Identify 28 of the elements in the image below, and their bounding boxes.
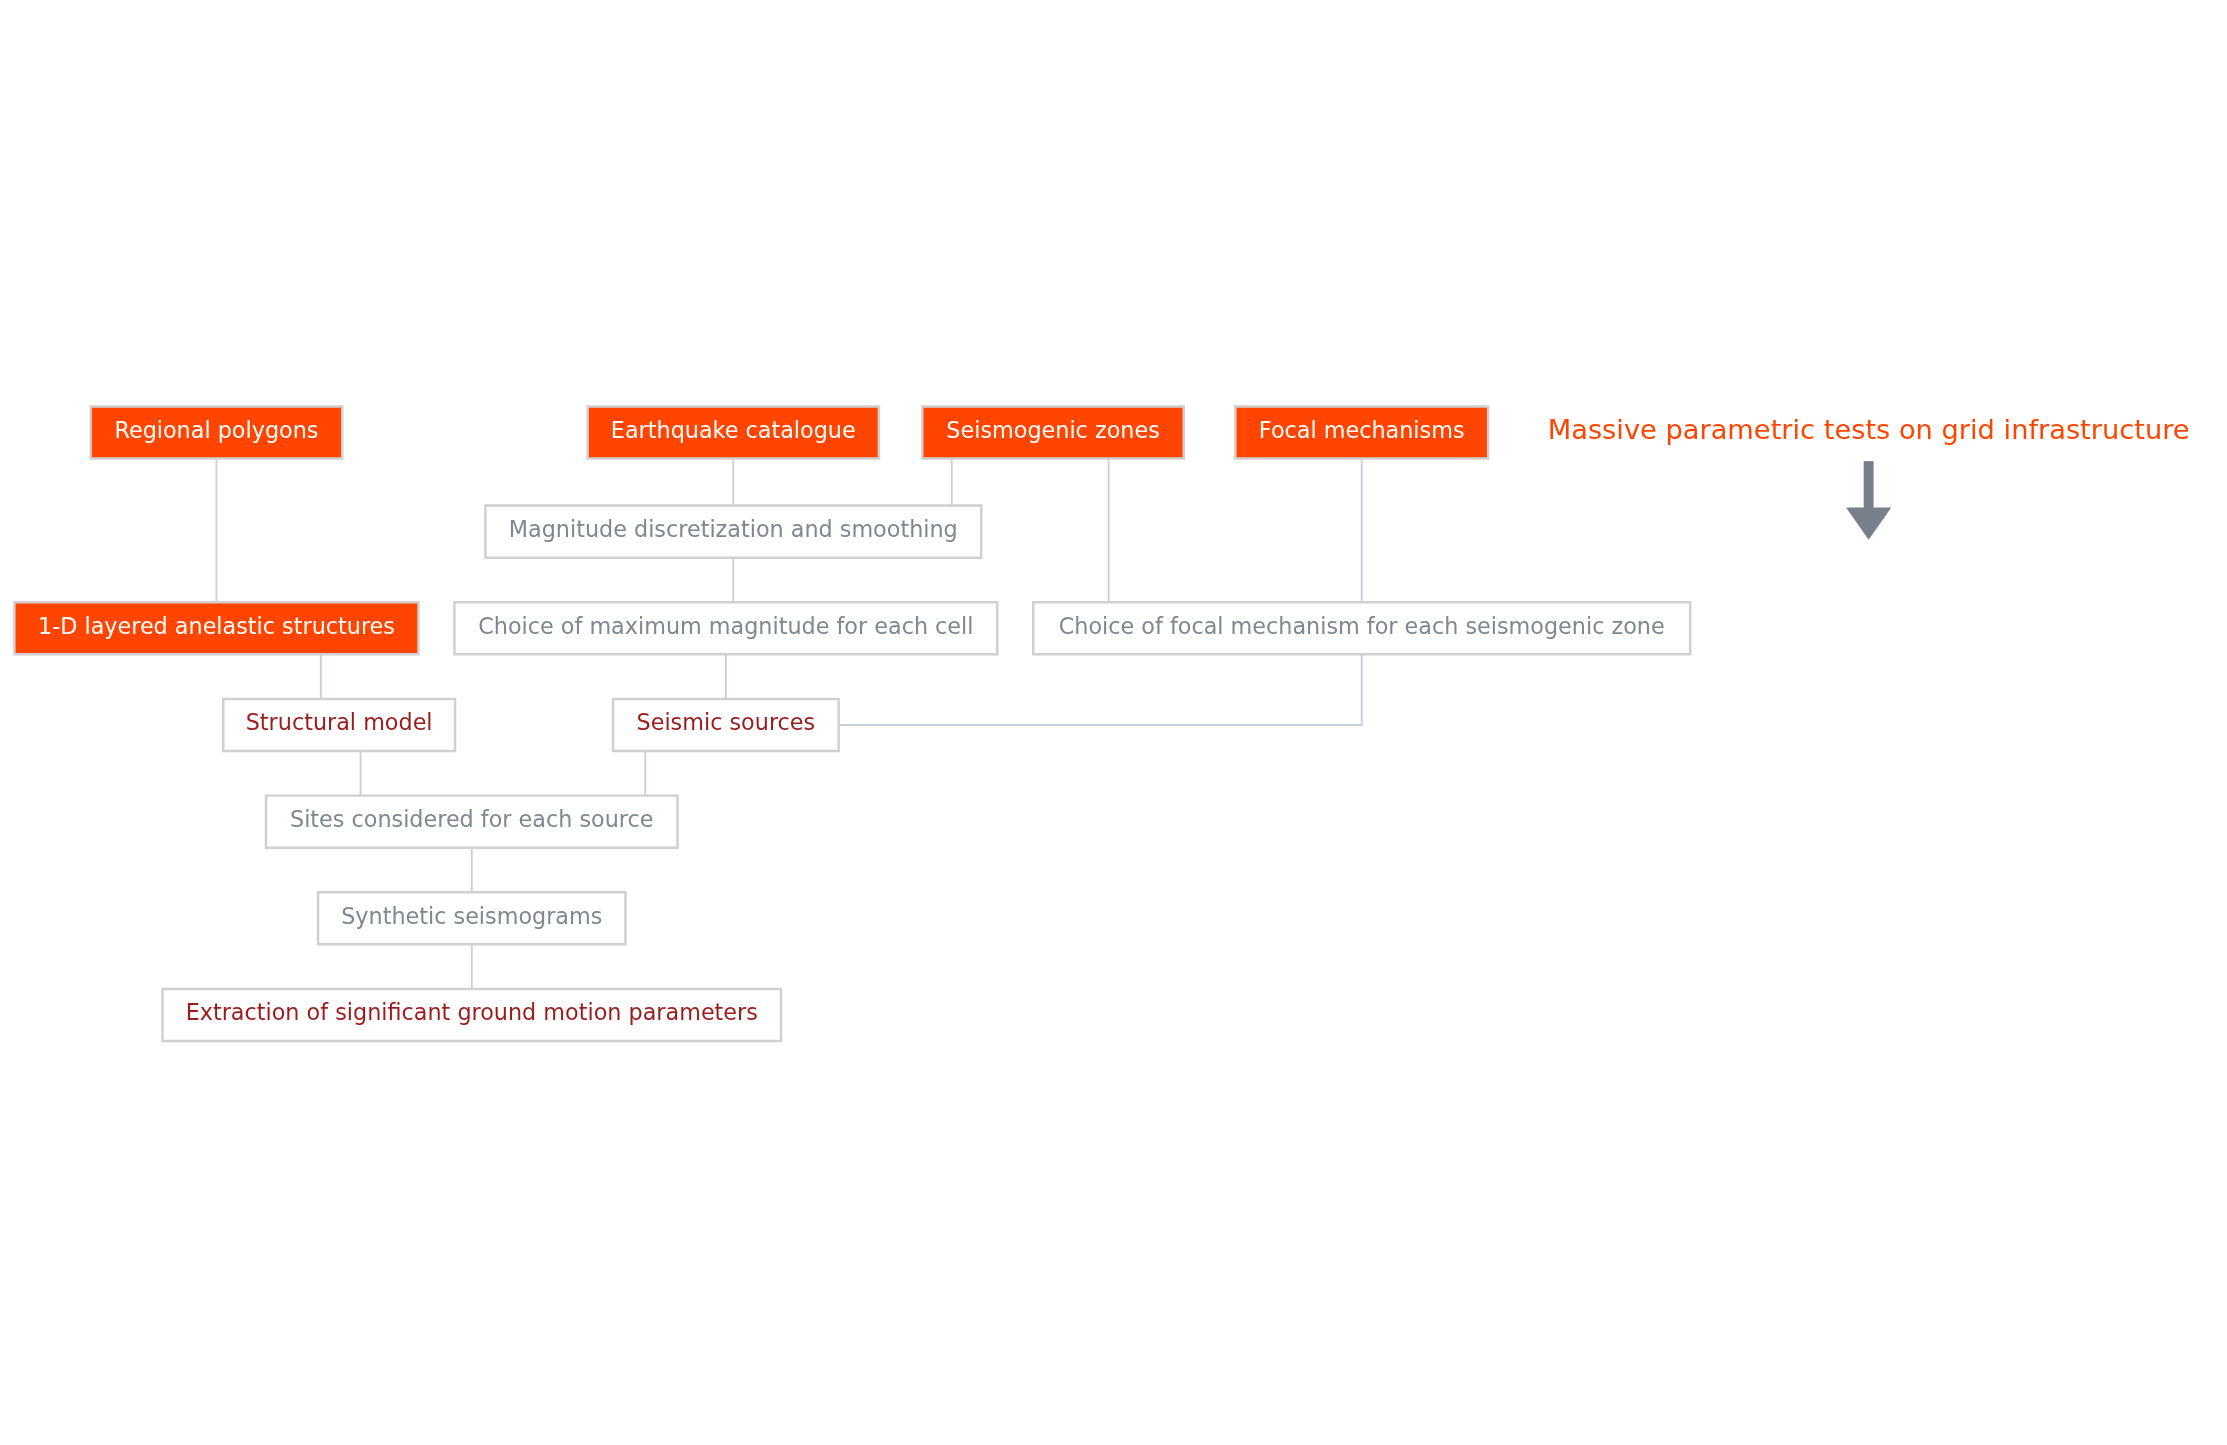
connector xyxy=(644,750,647,797)
node-box: Focal mechanisms xyxy=(1234,405,1490,460)
node-box: Choice of focal mechanism for each seismogenic zone xyxy=(1032,601,1692,656)
node-box: Structural model xyxy=(222,697,457,753)
connector xyxy=(470,847,473,894)
connector xyxy=(724,653,727,700)
node-box: Regional polygons xyxy=(89,405,344,460)
connector xyxy=(1107,457,1110,603)
node-box: Choice of maximum magnitude for each cell xyxy=(453,601,999,656)
node-box: Synthetic seismograms xyxy=(316,891,627,946)
connector xyxy=(359,750,362,797)
connector xyxy=(215,457,218,603)
connector xyxy=(732,557,735,604)
node-box: Seismogenic zones xyxy=(921,405,1186,460)
node-box: 1-D layered anelastic structures xyxy=(13,601,420,656)
node-box: Earthquake catalogue xyxy=(586,405,881,460)
connector xyxy=(1360,457,1363,603)
connector xyxy=(837,653,1363,726)
connector xyxy=(319,653,322,700)
connector xyxy=(950,457,953,507)
connector xyxy=(732,457,735,507)
node-box: Magnitude discretization and smoothing xyxy=(484,504,983,559)
node-text: Massive parametric tests on grid infrastructure xyxy=(1547,414,2190,446)
node-box: Extraction of significant ground motion parameters xyxy=(161,987,783,1043)
arrow xyxy=(1846,461,1892,540)
connector xyxy=(470,943,473,990)
node-box: Sites considered for each source xyxy=(264,794,679,849)
node-box: Seismic sources xyxy=(611,697,840,753)
